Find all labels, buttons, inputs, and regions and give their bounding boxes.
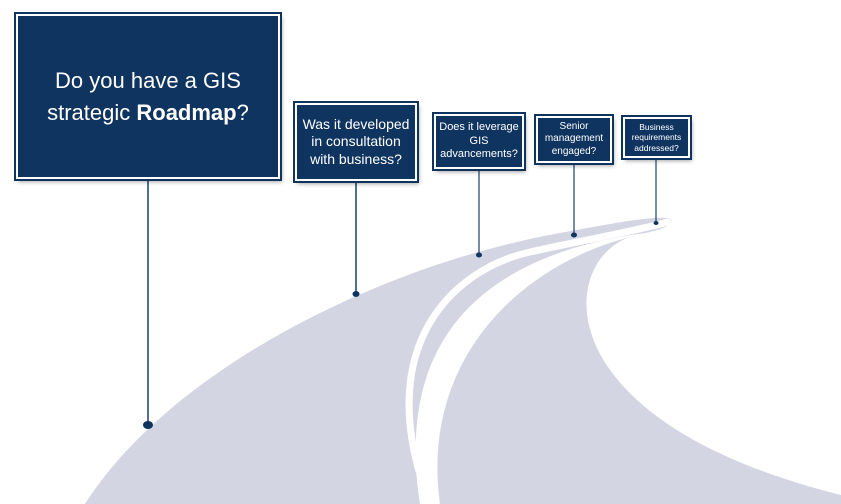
business-requirements-question-sign: Business requirements addressed?: [621, 115, 692, 160]
gis-advancements-question-sign: Does it leverage GIS advancements?: [432, 112, 526, 171]
roadmap-question-sign: Do you have a GIS strategic Roadmap?: [14, 12, 282, 181]
sign-2-text: Was it developed in consultation with bu…: [302, 115, 410, 167]
road-center-line: [405, 218, 672, 504]
sign-1-bold-text: Roadmap: [136, 99, 237, 125]
road: [85, 217, 672, 504]
pole-base-1: [143, 421, 153, 429]
sign-3-text: Does it leverage GIS advancements?: [439, 120, 519, 161]
sign-4-text: Senior management engaged?: [544, 120, 604, 157]
road-right-section: [437, 237, 841, 504]
pole-base-3: [476, 252, 482, 258]
pole-base-4: [571, 232, 577, 238]
sign-1-text: Do you have a GIS strategic: [47, 67, 241, 125]
pole-base-2: [352, 291, 360, 297]
sign-1-text-end: ?: [236, 99, 249, 125]
consultation-question-sign: Was it developed in consultation with bu…: [293, 101, 419, 183]
sign-5-text: Business requirements addressed?: [631, 121, 682, 153]
pole-base-5: [653, 221, 659, 225]
senior-management-question-sign: Senior management engaged?: [534, 114, 614, 165]
